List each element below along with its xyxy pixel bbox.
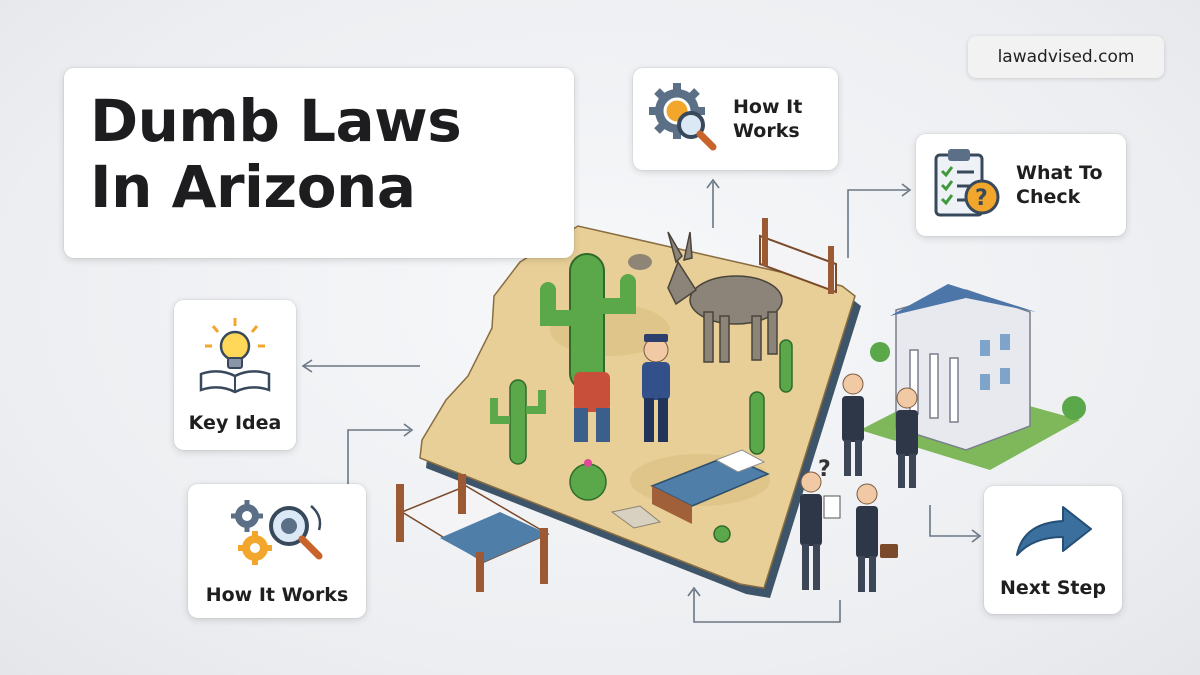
next-step-card[interactable]: Next Step xyxy=(984,486,1122,614)
how-it-works-card-left[interactable]: How It Works xyxy=(188,484,366,618)
courthouse xyxy=(860,284,1086,470)
what-to-check-label: What To Check xyxy=(1016,161,1103,209)
what-to-check-line-2: Check xyxy=(1016,186,1081,208)
lightbulb-book-icon xyxy=(195,316,275,401)
question-mark: ? xyxy=(818,457,831,482)
small-cacti xyxy=(490,339,793,543)
key-idea-label: Key Idea xyxy=(188,411,282,434)
next-step-label: Next Step xyxy=(1000,576,1106,599)
bed-map xyxy=(650,449,770,524)
gear-magnifier-icon xyxy=(647,81,719,158)
connector-arrows xyxy=(301,178,982,623)
gears-magnifier-icon xyxy=(225,496,329,575)
svg-text:?: ? xyxy=(975,186,988,211)
police-officer xyxy=(642,334,670,442)
checklist-question-icon: ? xyxy=(930,145,1002,226)
what-to-check-line-1: What To xyxy=(1016,162,1103,184)
curved-arrow-icon xyxy=(1011,501,1095,564)
how-it-works-top-label: How It Works xyxy=(733,95,802,143)
business-people: ? xyxy=(800,373,918,592)
how-it-works-top-line-2: Works xyxy=(733,120,800,142)
bed-bottom-left xyxy=(396,474,550,592)
how-it-works-card-top[interactable]: How It Works xyxy=(633,68,838,170)
donkey xyxy=(667,231,783,363)
how-it-works-left-label: How It Works xyxy=(205,583,349,606)
key-idea-card[interactable]: Key Idea xyxy=(174,300,296,450)
how-it-works-top-line-1: How It xyxy=(733,96,803,118)
title-card: Dumb Laws In Arizona xyxy=(64,68,574,258)
site-badge[interactable]: lawadvised.com xyxy=(968,36,1164,78)
bed-top xyxy=(759,218,837,294)
title-line-1: Dumb Laws xyxy=(90,87,462,155)
title-line-2: In Arizona xyxy=(90,153,416,221)
what-to-check-card[interactable]: ? What To Check xyxy=(916,134,1126,236)
person-hugging-cactus xyxy=(574,372,610,442)
